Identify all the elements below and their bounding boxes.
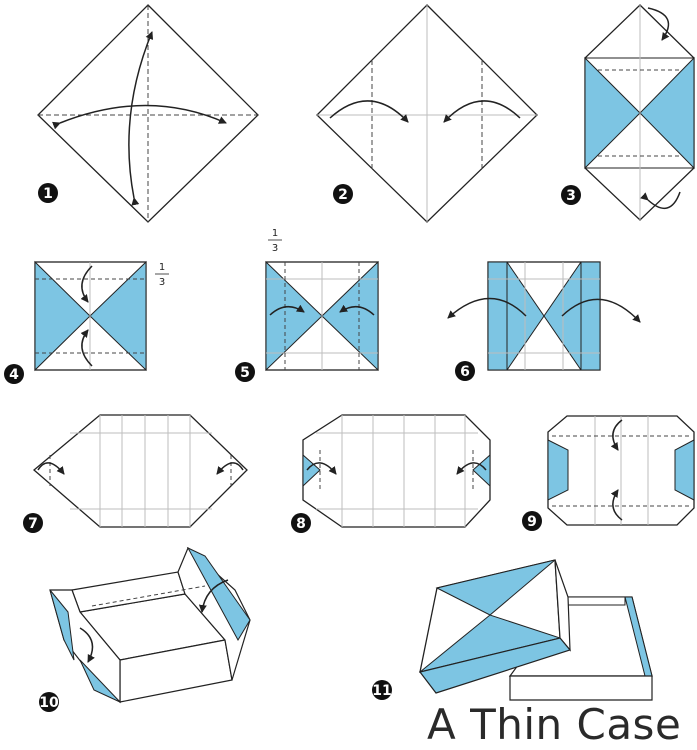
step-number-2: 2	[338, 187, 348, 203]
fraction-step-5: 1 3	[268, 228, 282, 254]
step-number-11: 11	[372, 683, 391, 699]
step-number-6: 6	[460, 364, 470, 380]
unfold-arrow-right	[561, 298, 641, 323]
fold-arrow-bottom	[640, 191, 681, 209]
step-4-diagram	[34, 260, 147, 372]
fold-arrow-vertical	[128, 31, 154, 206]
fold-arrow-horizontal	[52, 104, 227, 130]
step-number-3: 3	[566, 188, 576, 204]
fold-arrow-left	[306, 462, 337, 475]
step-badge-1: 1	[38, 183, 58, 203]
fraction-step-4: 1 3	[155, 262, 169, 288]
step-9-diagram	[547, 415, 695, 526]
fold-arrow-left	[37, 462, 65, 475]
fold-arrow-left	[79, 627, 95, 663]
unfold-arrow-left	[447, 297, 527, 319]
step-1-diagram	[37, 4, 259, 223]
step-badge-5: 5	[235, 362, 255, 382]
fold-arrow-top	[647, 7, 670, 41]
fraction-numerator: 1	[272, 228, 278, 239]
step-number-10: 10	[39, 695, 59, 711]
fold-arrow-right	[443, 100, 521, 123]
step-3-diagram	[584, 4, 695, 221]
step-badge-10: 10	[39, 692, 59, 712]
step-badge-2: 2	[333, 184, 353, 204]
step-2-diagram	[316, 4, 538, 223]
step-10-diagram	[49, 546, 251, 704]
step-6-diagram	[447, 261, 641, 371]
step-number-8: 8	[296, 516, 306, 532]
fold-arrow-left	[329, 100, 409, 123]
fold-arrow-right	[339, 304, 375, 316]
step-badge-9: 9	[522, 511, 542, 531]
step-badge-11: 11	[372, 680, 392, 700]
step-badge-7: 7	[23, 513, 43, 533]
fold-arrow-up	[610, 489, 623, 521]
diagram-title: A Thin Case	[427, 700, 682, 749]
fold-arrow-right	[216, 462, 244, 475]
step-8-diagram	[302, 414, 491, 528]
fold-arrow-right	[198, 579, 229, 613]
fold-arrow-up	[80, 329, 93, 367]
step-badge-8: 8	[291, 513, 311, 533]
step-number-4: 4	[9, 367, 19, 383]
fraction-numerator: 1	[159, 262, 165, 273]
step-number-1: 1	[43, 186, 53, 202]
step-7-diagram	[32, 414, 248, 528]
step-badge-4: 4	[4, 364, 24, 384]
fold-arrow-left	[269, 304, 305, 316]
fraction-denominator: 3	[272, 243, 278, 254]
step-number-9: 9	[527, 514, 537, 530]
step-number-7: 7	[28, 516, 38, 532]
step-11-diagram	[418, 559, 653, 701]
step-5-diagram	[265, 260, 379, 372]
step-badge-6: 6	[455, 361, 475, 381]
fraction-denominator: 3	[159, 277, 165, 288]
step-number-5: 5	[240, 365, 250, 381]
step-badge-3: 3	[561, 185, 581, 205]
fold-arrow-down	[610, 419, 623, 451]
fold-arrow-down	[80, 265, 93, 303]
fold-arrow-right	[456, 462, 487, 475]
